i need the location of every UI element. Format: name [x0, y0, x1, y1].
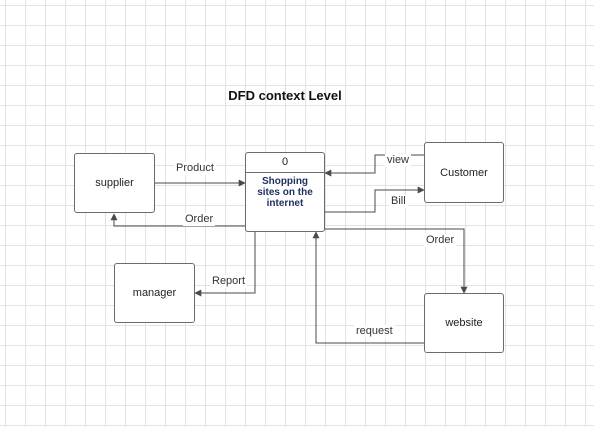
process-name: Shopping sites on the internet	[246, 173, 324, 209]
flow-order-website-label: Order	[424, 234, 457, 247]
flow-bill-label: Bill	[389, 195, 408, 208]
flow-bill-line	[325, 186, 425, 213]
flow-report-label: Report	[210, 275, 248, 288]
process-id: 0	[246, 153, 324, 173]
flow-product-label: Product	[174, 162, 216, 175]
process-shopping-sites[interactable]: 0 Shopping sites on the internet	[245, 152, 325, 232]
process-name-line-2: sites on the	[257, 187, 313, 198]
entity-website[interactable]: website	[424, 293, 504, 353]
flow-request-label: request	[354, 325, 395, 338]
flow-order-supplier-label: Order	[183, 213, 216, 226]
flow-order-supplier-line	[110, 213, 245, 227]
flow-order-website-line	[325, 228, 468, 294]
process-name-line-3: internet	[266, 198, 304, 209]
flow-report-line	[194, 232, 256, 297]
process-name-line-1: Shopping	[261, 176, 309, 187]
flow-view-label: view	[385, 154, 412, 167]
entity-customer-label: Customer	[440, 166, 488, 179]
entity-manager[interactable]: manager	[114, 263, 195, 323]
entity-supplier-label: supplier	[95, 177, 134, 189]
entity-manager-label: manager	[132, 287, 177, 299]
flow-request-line	[312, 231, 424, 344]
entity-supplier[interactable]: supplier	[74, 153, 155, 213]
diagram-title: DFD context Level	[228, 88, 342, 103]
entity-website-label: website	[445, 317, 483, 329]
entity-customer[interactable]: Customer	[424, 142, 504, 203]
